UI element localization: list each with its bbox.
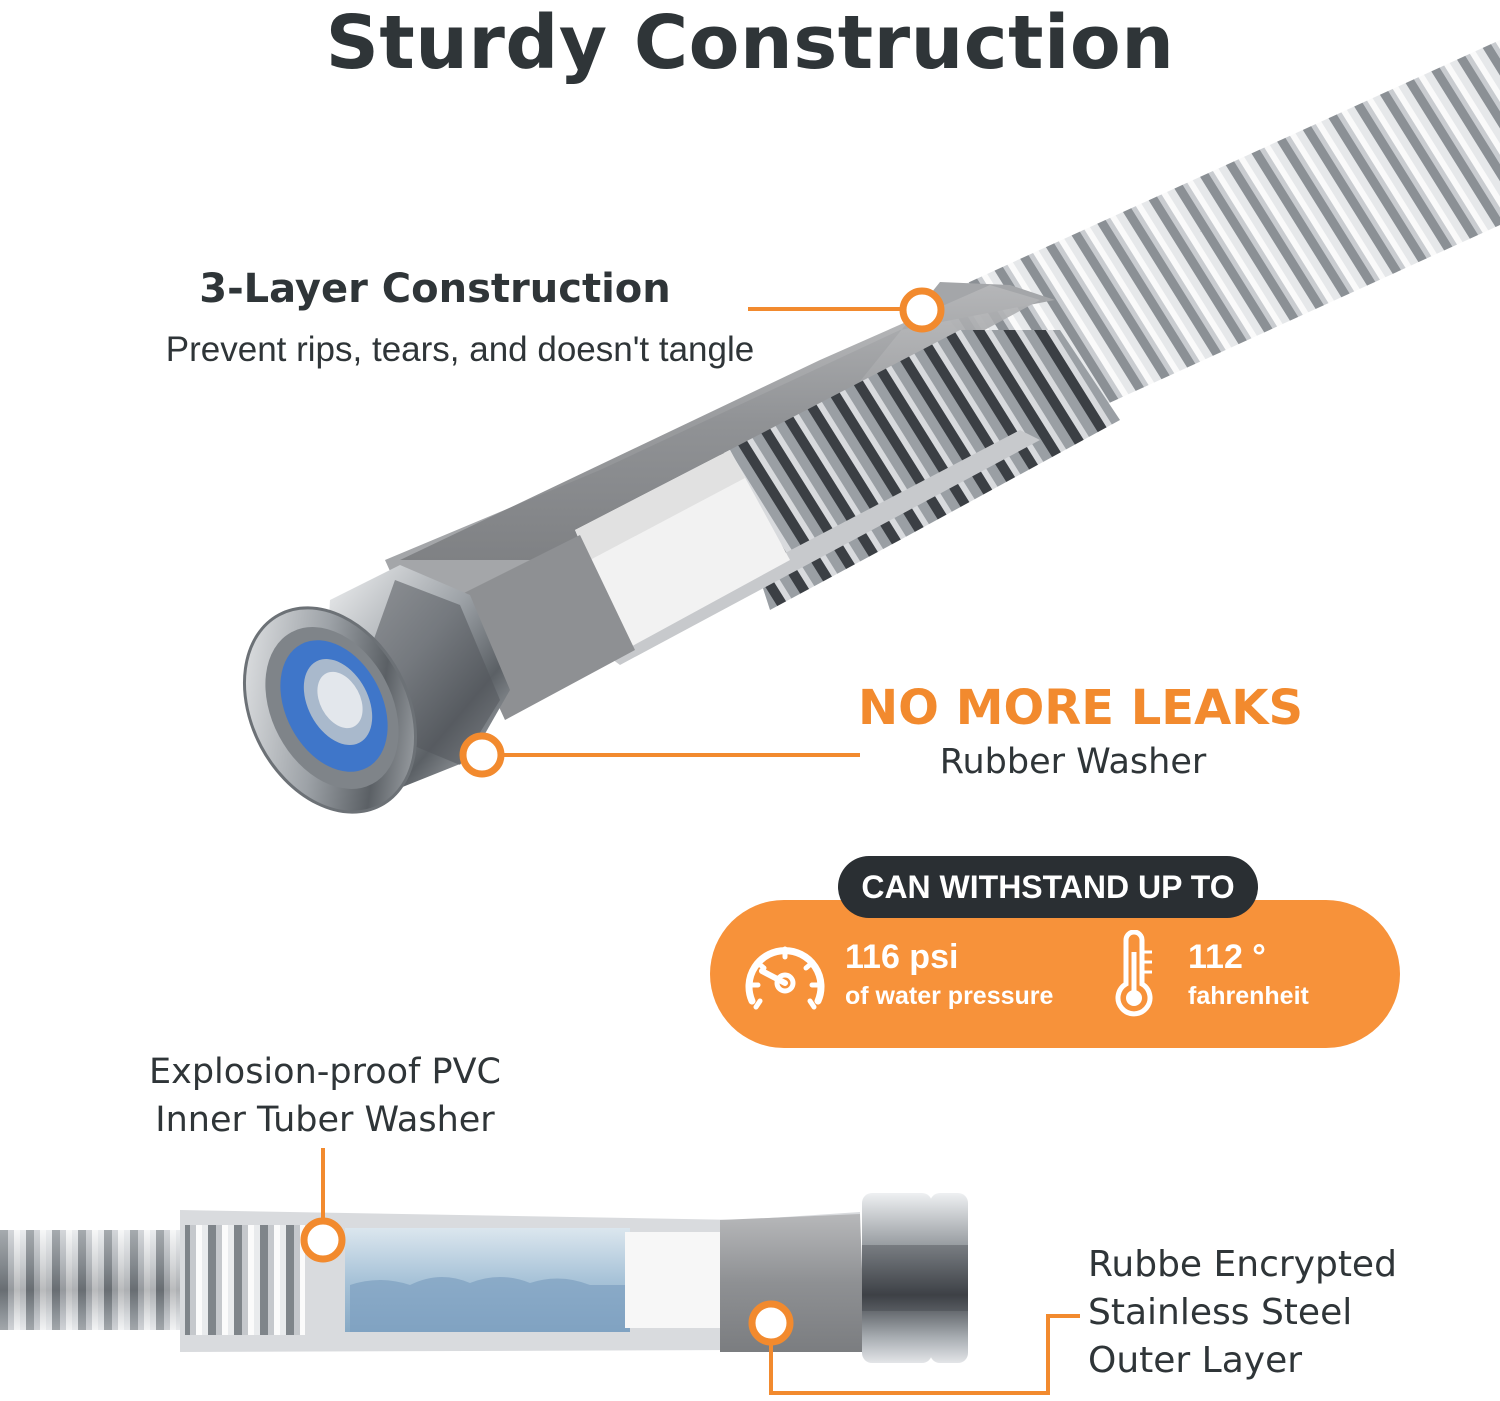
inner-line1: Explosion-proof PVC bbox=[149, 1052, 501, 1092]
pressure-value: 116 psi bbox=[845, 938, 959, 976]
gauge-icon bbox=[745, 946, 825, 1010]
inner-line2: Inner Tuber Washer bbox=[155, 1100, 495, 1140]
layers-subtext: Prevent rips, tears, and doesn't tangle bbox=[165, 330, 755, 369]
outer-line3: Outer Layer bbox=[1088, 1340, 1303, 1381]
layers-heading: 3-Layer Construction bbox=[199, 266, 671, 312]
top-hose bbox=[242, 40, 1500, 814]
temperature-value: 112 ° bbox=[1188, 938, 1266, 976]
specs-badge bbox=[710, 900, 1400, 1048]
temperature-unit: fahrenheit bbox=[1188, 982, 1309, 1010]
page-title: Sturdy Construction bbox=[325, 0, 1175, 86]
outer-line1: Rubbe Encrypted bbox=[1088, 1244, 1397, 1285]
outer-line2: Stainless Steel bbox=[1088, 1292, 1353, 1333]
specs-label: CAN WITHSTAND UP TO bbox=[838, 856, 1258, 918]
leaks-heading: NO MORE LEAKS bbox=[858, 680, 1304, 736]
pressure-unit: of water pressure bbox=[845, 982, 1054, 1010]
leaks-subtext: Rubber Washer bbox=[939, 742, 1207, 782]
bottom-hose bbox=[0, 1193, 968, 1363]
thermometer-icon bbox=[1115, 930, 1153, 1017]
